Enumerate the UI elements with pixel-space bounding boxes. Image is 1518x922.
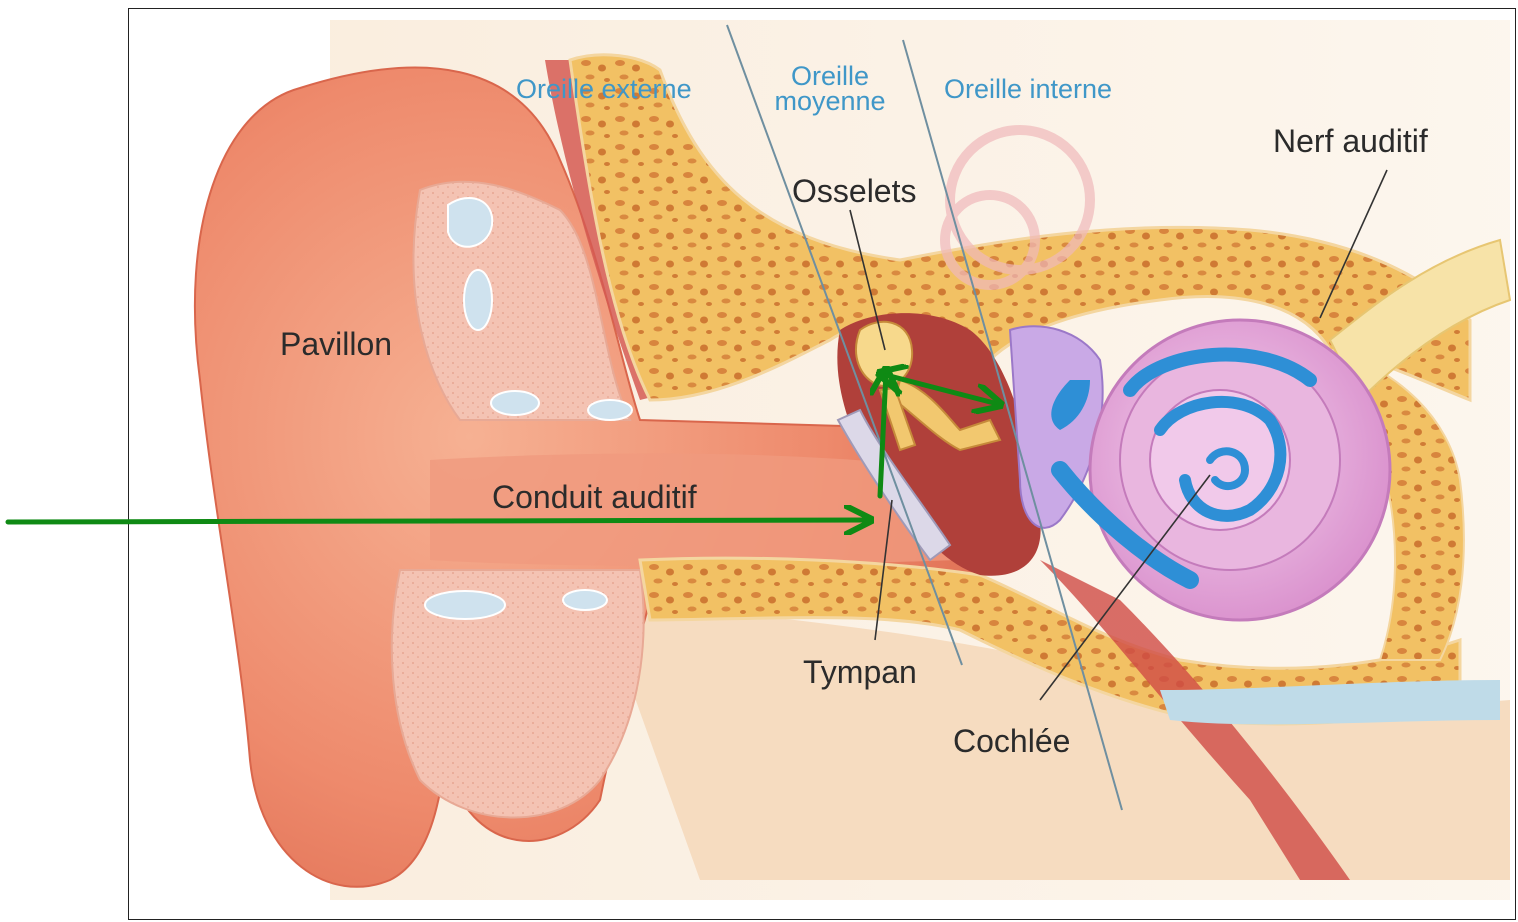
region-label-inner-ear: Oreille interne bbox=[944, 76, 1112, 103]
label-osselets: Osselets bbox=[792, 175, 916, 207]
region-label-middle-ear: Oreille moyenne bbox=[768, 64, 892, 114]
label-pavillon: Pavillon bbox=[280, 328, 392, 360]
region-label-middle-ear-line2: moyenne bbox=[768, 89, 892, 114]
label-tympan: Tympan bbox=[803, 656, 917, 688]
label-nerf-auditif: Nerf auditif bbox=[1273, 125, 1428, 157]
sound-input-arrow bbox=[8, 520, 868, 522]
label-cochlee: Cochlée bbox=[953, 725, 1070, 757]
region-label-external-ear: Oreille externe bbox=[516, 76, 692, 103]
label-conduit-auditif: Conduit auditif bbox=[492, 481, 697, 513]
